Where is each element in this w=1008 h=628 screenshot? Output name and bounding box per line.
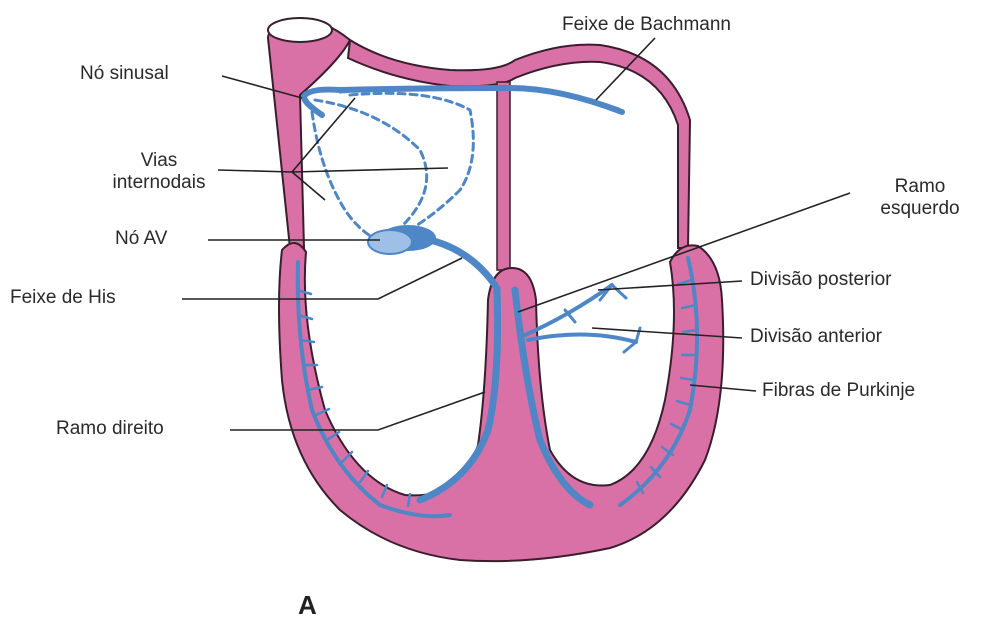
ventricles (279, 243, 723, 561)
label-ramo-esq-line2: esquerdo (860, 198, 980, 220)
label-fibras-purkinje: Fibras de Purkinje (762, 380, 915, 402)
label-divisao-anterior: Divisão anterior (750, 326, 882, 348)
internodal-posterior (312, 112, 378, 240)
label-ramo-esquerdo: Ramo esquerdo (860, 176, 980, 220)
atrial-roof (348, 40, 690, 248)
label-no-av: Nó AV (115, 228, 167, 250)
label-vias-line2: internodais (104, 172, 214, 194)
leader-ramo-direito-b (378, 392, 485, 430)
left-posterior-division (525, 285, 612, 335)
label-feixe-his: Feixe de His (10, 287, 116, 309)
leader-vias-3 (292, 168, 448, 172)
label-vias-internodais: Vias internodais (104, 150, 214, 194)
label-feixe-bachmann: Feixe de Bachmann (562, 14, 731, 36)
left-anterior-division (528, 334, 636, 342)
panel-label: A (298, 590, 317, 621)
label-no-sinusal: Nó sinusal (80, 63, 169, 85)
bundle-of-his (430, 240, 495, 285)
av-node-halo (368, 230, 412, 254)
internodal-middle (315, 100, 427, 228)
leader-feixe-his-b (378, 258, 462, 299)
label-ramo-esq-line1: Ramo (860, 176, 980, 198)
label-divisao-posterior: Divisão posterior (750, 269, 892, 291)
label-vias-line1: Vias (104, 150, 214, 172)
vena-cava-opening (268, 18, 332, 42)
right-atrium-wall (268, 18, 350, 248)
atrial-septum (497, 82, 510, 270)
label-ramo-direito: Ramo direito (56, 418, 164, 440)
